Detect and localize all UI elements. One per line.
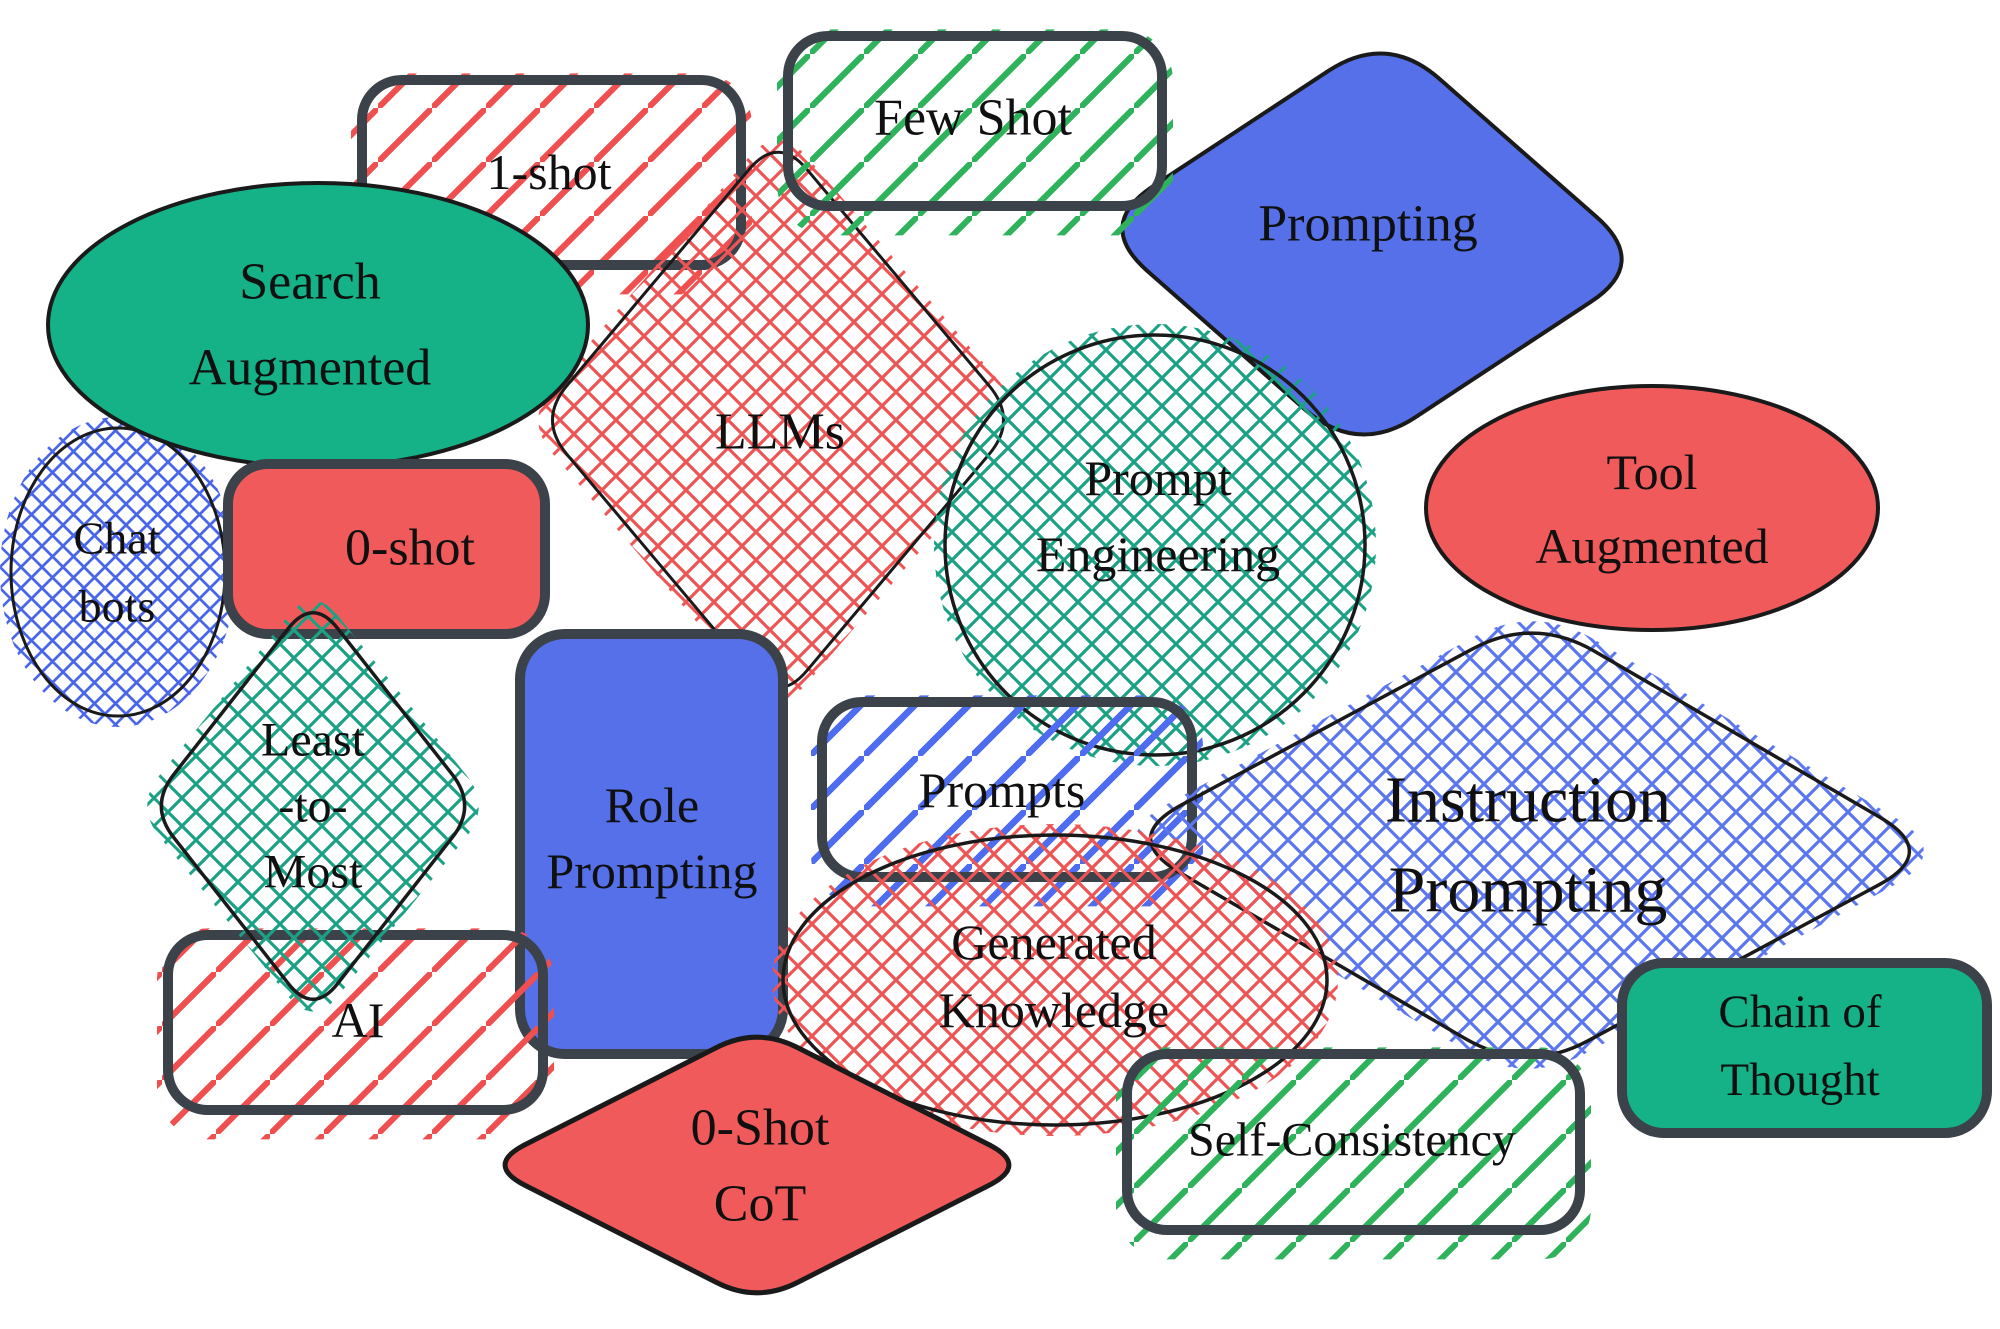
- node-ai: AI: [157, 928, 554, 1140]
- label-generated-knowledge-line-1: Generated: [951, 914, 1156, 970]
- label-search-augmented-line-2: Augmented: [189, 340, 432, 397]
- node-chain-of-thought: Chain of Thought: [1617, 958, 1992, 1138]
- label-prompts: Prompts: [919, 762, 1086, 818]
- label-llms: LLMs: [715, 404, 845, 461]
- label-self-consistency: Self-Consistency: [1188, 1114, 1516, 1167]
- shape-search-augmented: [46, 181, 590, 469]
- label-tool-augmented-line-2: Augmented: [1535, 518, 1768, 574]
- shape-prompting: [1120, 51, 1624, 437]
- label-instruction-prompting-line-2: Prompting: [1389, 854, 1668, 927]
- node-least-to-most: Least -to- Most: [147, 600, 479, 1012]
- node-zero-shot: 0-shot: [223, 459, 550, 639]
- label-chain-of-thought-line-2: Thought: [1720, 1054, 1879, 1106]
- shape-least-to-most: [159, 611, 467, 1001]
- label-prompting: Prompting: [1258, 196, 1478, 253]
- shape-zero-shot-cot: [502, 1034, 1012, 1296]
- label-zero-shot-cot-line-1: 0-Shot: [691, 1100, 830, 1157]
- node-prompting: Prompting: [1120, 51, 1624, 437]
- node-self-consistency: Self-Consistency: [1116, 1047, 1591, 1260]
- label-zero-shot-cot-line-2: CoT: [714, 1176, 806, 1233]
- label-prompt-engineering-line-1: Prompt: [1084, 450, 1231, 506]
- label-one-shot: 1-shot: [487, 144, 612, 200]
- label-zero-shot: 0-shot: [345, 520, 476, 577]
- node-few-shot: Few Shot: [777, 29, 1173, 236]
- node-llms: LLMs: [538, 139, 1018, 701]
- shape-role-prompting: [515, 629, 788, 1059]
- label-tool-augmented-line-1: Tool: [1607, 444, 1698, 500]
- label-instruction-prompting-line-1: Instruction: [1385, 764, 1671, 837]
- label-few-shot: Few Shot: [874, 90, 1072, 147]
- label-prompt-engineering-line-2: Engineering: [1036, 526, 1280, 582]
- label-least-to-most-line-3: Most: [264, 846, 363, 899]
- shape-zero-shot: [223, 459, 550, 639]
- shape-self-consistency: [1122, 1049, 1585, 1235]
- label-generated-knowledge-line-2: Knowledge: [939, 982, 1170, 1038]
- label-search-augmented-line-1: Search: [239, 254, 380, 311]
- label-chat-bots-line-1: Chat: [74, 513, 161, 564]
- shape-few-shot: [783, 31, 1167, 211]
- label-least-to-most-line-1: Least: [261, 714, 366, 767]
- label-ai: AI: [332, 992, 385, 1048]
- shape-chain-of-thought: [1617, 958, 1992, 1138]
- node-chat-bots: Chat bots: [0, 417, 236, 727]
- shape-chat-bots: [9, 426, 227, 718]
- label-role-prompting-line-2: Prompting: [546, 843, 757, 899]
- label-chat-bots-line-2: bots: [79, 581, 156, 632]
- label-role-prompting-line-1: Role: [605, 777, 699, 833]
- label-least-to-most-line-2: -to-: [278, 780, 347, 833]
- label-chain-of-thought-line-1: Chain of: [1718, 986, 1882, 1038]
- shape-tool-augmented: [1424, 384, 1880, 632]
